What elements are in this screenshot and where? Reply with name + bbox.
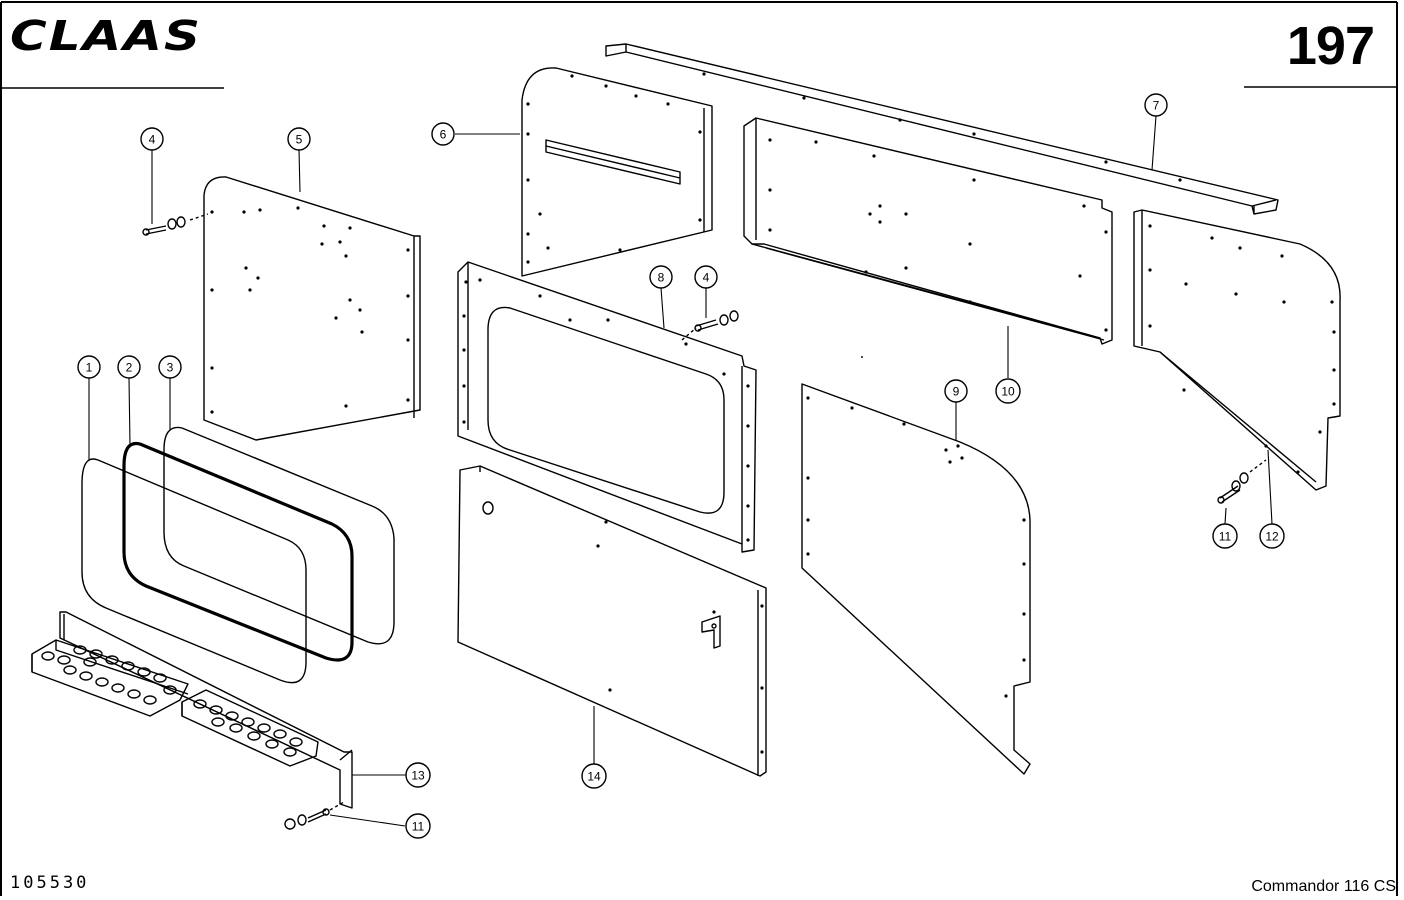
callout-8: 8: [649, 265, 673, 289]
part-4-bolt-washer-middle: [681, 310, 739, 341]
callout-11-bottom: 11: [405, 813, 431, 839]
part-10-long-panel: [743, 117, 1113, 345]
callout-bubble: [431, 122, 455, 146]
part-8-window-frame: [457, 261, 757, 553]
callout-6: 6: [431, 122, 455, 146]
callout-label: 6: [440, 128, 447, 142]
callout-1: 1: [77, 355, 101, 379]
part-5-side-panel: [203, 176, 421, 441]
callout-bubble: [1212, 523, 1238, 549]
part-4-bolt-washer-left: [142, 213, 209, 236]
callout-label: 3: [167, 361, 174, 375]
part-11-bolt-washer-bottom: [284, 801, 345, 830]
part-13-step-ladder: [31, 611, 353, 809]
drawing-number: 105530: [10, 873, 90, 893]
callout-2: 2: [117, 355, 141, 379]
callout-bubble: [117, 355, 141, 379]
callout-bubble: [581, 763, 607, 789]
leader-lines: [88, 115, 1273, 827]
callout-bubble: [1144, 93, 1168, 117]
part-6-slotted-panel: [521, 67, 713, 277]
callout-10: 10: [995, 378, 1021, 404]
callout-bubble: [405, 762, 431, 788]
part-14-door-panel: [457, 465, 767, 777]
callout-bubble: [140, 127, 164, 151]
part-2-rubber-seal: [122, 441, 354, 662]
callout-13: 13: [405, 762, 431, 788]
callout-label: 10: [1001, 385, 1015, 399]
callout-11-right: 11: [1212, 523, 1238, 549]
callout-bubble: [649, 265, 673, 289]
callout-label: 2: [126, 361, 133, 375]
callout-bubble: [995, 378, 1021, 404]
callout-bubble: [1259, 523, 1285, 549]
callout-label: 14: [587, 770, 601, 784]
part-7-top-rail: [605, 43, 1279, 215]
callout-bubble: [158, 355, 182, 379]
part-11-bolt-washer-right: [1217, 459, 1267, 504]
callout-9: 9: [944, 379, 968, 403]
model-name: Commandor 116 CS: [1251, 878, 1396, 895]
part-1-glass-pane: [81, 458, 307, 684]
callout-label: 7: [1153, 99, 1160, 113]
callout-bubble: [77, 355, 101, 379]
callout-label: 4: [703, 271, 710, 285]
callout-label: 4: [149, 133, 156, 147]
callout-bubble: [944, 379, 968, 403]
callout-12: 12: [1259, 523, 1285, 549]
part-3-inner-glass: [163, 426, 395, 645]
callout-label: 12: [1265, 530, 1279, 544]
brand-logo: CLAAS: [10, 12, 202, 60]
callout-7: 7: [1144, 93, 1168, 117]
callout-label: 13: [411, 769, 425, 783]
callout-label: 1: [86, 361, 93, 375]
callout-label: 11: [1219, 530, 1232, 544]
callout-5: 5: [287, 127, 311, 151]
callout-label: 11: [412, 820, 425, 834]
callout-4-left: 4: [140, 127, 164, 151]
page-number: 197: [1286, 16, 1375, 76]
callout-4-middle: 4: [694, 265, 718, 289]
callout-14: 14: [581, 763, 607, 789]
callout-bubble: [694, 265, 718, 289]
callout-bubble: [287, 127, 311, 151]
callout-bubbles: 1 2 3 4 5 6 7: [77, 93, 1285, 839]
callout-3: 3: [158, 355, 182, 379]
part-9-curved-panel: [801, 383, 1031, 775]
part-12-right-panel: [1133, 209, 1341, 491]
callout-bubble: [405, 813, 431, 839]
callout-label: 9: [953, 385, 960, 399]
callout-label: 8: [658, 271, 665, 285]
callout-label: 5: [296, 133, 303, 147]
